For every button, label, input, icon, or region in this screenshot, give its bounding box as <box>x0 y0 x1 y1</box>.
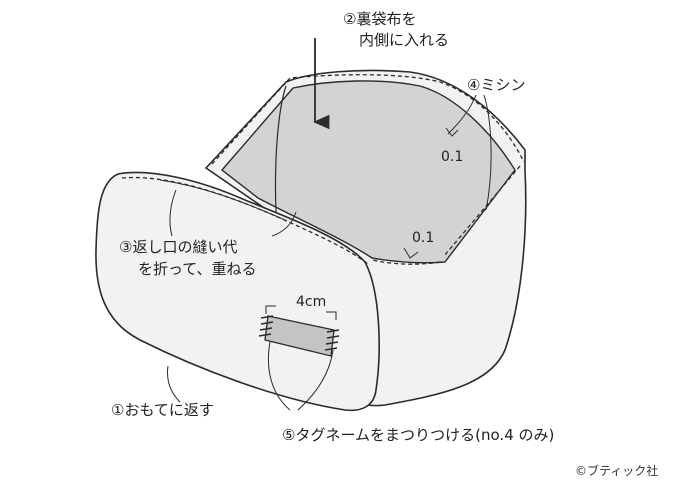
label-step4: ④ミシン <box>467 76 526 94</box>
label-step2-line1: ②裏袋布を <box>343 10 417 28</box>
stitch-line-right-rim <box>443 165 521 257</box>
label-step3-line2: を折って、重ねる <box>138 260 257 278</box>
dim-bracket-top <box>445 127 459 137</box>
dim-bracket-front <box>403 247 419 259</box>
tag-whipstitches <box>258 315 340 351</box>
inner-fold-line <box>274 85 287 213</box>
label-step2-line2: 内側に入れる <box>359 31 450 49</box>
label-dim-top: 0.1 <box>441 149 464 165</box>
inner-lining <box>220 80 516 264</box>
stitch-line-front-rim <box>371 259 441 265</box>
copyright-text: ©ブティック社 <box>575 464 659 478</box>
seam-allowance-fold <box>159 179 286 221</box>
label-tag-dimension: 4cm <box>296 294 327 310</box>
stitch-line-back-rim <box>211 74 525 165</box>
name-tag <box>264 315 335 357</box>
leader-lines <box>167 94 492 411</box>
label-step1: ①おもてに返す <box>111 401 214 419</box>
label-step3-line1: ③返し口の縫い代 <box>119 238 238 256</box>
label-step5: ⑤タグネームをまつりつける(no.4 のみ) <box>282 426 555 444</box>
tag-dimension-mark <box>265 305 337 320</box>
label-dim-front: 0.1 <box>412 230 435 246</box>
